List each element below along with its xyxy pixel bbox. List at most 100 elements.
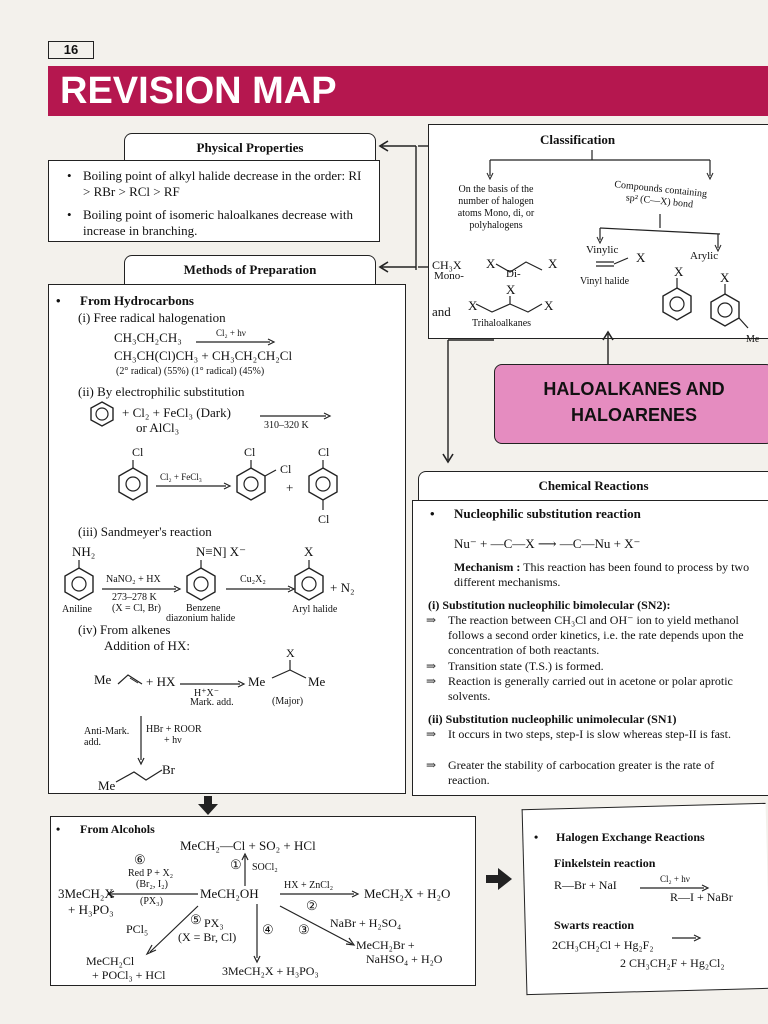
right-product: MeCH₂X + H₂O — [364, 886, 451, 901]
cl-label-4: Cl — [318, 445, 330, 459]
di-skeleton — [495, 261, 543, 273]
me-aryl: Me — [746, 334, 760, 345]
pcl5: PCl₅ — [126, 922, 149, 936]
es-or: or AlCl₃ — [136, 420, 180, 435]
exchange-head: •Halogen Exchange Reactions — [534, 830, 705, 844]
vinyl-x: X — [636, 250, 646, 265]
tri-x-right: X — [544, 298, 554, 313]
alcohols-box — [50, 816, 476, 986]
cl-label-1: Cl — [132, 445, 144, 459]
diazotization-arrow — [102, 585, 182, 593]
page-number: 16 — [48, 41, 94, 59]
mechanism-text: Mechanism : This reaction has been found… — [454, 560, 750, 589]
and-label: and — [432, 304, 451, 319]
aryl-x-2: X — [720, 270, 730, 285]
mono-label: Mono- — [434, 270, 464, 282]
sandmeyer-arrow — [226, 585, 296, 593]
fk-left: R—Br + NaI — [554, 878, 617, 892]
cl-label-2: Cl — [244, 445, 256, 459]
sn1-point-1: ⇒It occurs in two steps, step-I is slow … — [426, 727, 731, 741]
x-label-alkene: X — [286, 646, 295, 660]
sn2-point-3: ⇒Reaction is generally carried out in ac… — [426, 674, 733, 703]
num-4: ④ — [262, 922, 274, 937]
num-5: ⑤ — [190, 912, 202, 927]
x-note: (X = Cl, Br) — [112, 603, 161, 614]
down-arrow-icon — [198, 796, 218, 815]
chlorination-arrow — [156, 482, 232, 490]
swarts-label: Swarts reaction — [554, 918, 635, 932]
nano2-hx: NaNO₂ + HX — [106, 574, 161, 585]
plus-hv: + hν — [164, 735, 182, 746]
physical-point-1: Boiling point of alkyl halide decrease i… — [83, 168, 362, 199]
center-title-line-2: HALOARENES — [570, 405, 697, 425]
connector-right — [418, 145, 428, 268]
right-arrow-icon — [486, 868, 512, 890]
pcl5-arrow — [145, 905, 199, 956]
physical-properties-tab: Physical Properties — [124, 133, 376, 162]
aniline-label: Aniline — [62, 604, 92, 615]
methods-preparation-tab: Methods of Preparation — [124, 255, 376, 285]
finkelstein-label: Finkelstein reaction — [554, 856, 656, 870]
from-hydrocarbons-head: •From Hydrocarbons — [56, 293, 194, 308]
fk-right: R—I + NaBr — [670, 890, 733, 904]
plus-sign: + — [286, 480, 294, 495]
addition-label: Addition of HX: — [104, 638, 190, 653]
benzene-label: Benzene — [186, 603, 221, 614]
aryl-x-1: X — [674, 264, 684, 279]
alc-bottom-product: 3MeCH₂X + H₃PO₃ — [222, 964, 319, 978]
hx-ion: H⁺X⁻ — [194, 688, 219, 699]
br-label: Br — [162, 762, 175, 777]
left-product-2: + H₃PO₃ — [68, 902, 114, 917]
sn2-point-1: ⇒The reaction between CH₃Cl and OH⁻ ion … — [426, 613, 744, 657]
br2i2: (Br₂, I₂) — [136, 879, 168, 890]
classification-title: Classification — [540, 132, 616, 147]
fr-reagent: Cl₂ + hν — [216, 328, 246, 338]
benzene-ring-1 — [89, 401, 114, 427]
major-label: (Major) — [272, 696, 304, 707]
pocl3: + POCl₃ + HCl — [92, 968, 166, 982]
nahso4: NaHSO₄ + H₂O — [366, 952, 443, 966]
diazonium-group: N≡N] X⁻ — [196, 544, 246, 559]
di-label: Di- — [506, 268, 521, 280]
sw-right: 2 CH₃CH₂F + Hg₂Cl₂ — [620, 956, 725, 970]
red-p: Red P + X₂ — [128, 868, 174, 879]
vinyl-halide-label: Vinyl halide — [580, 276, 630, 287]
temp-273: 273–278 K — [112, 592, 157, 603]
connector-lines — [378, 140, 417, 273]
diazonium-label: diazonium halide — [166, 613, 236, 624]
num-6: ⑥ — [134, 852, 146, 867]
left-product: 3MeCH₂X — [58, 886, 114, 901]
chlorobenzene-ring — [662, 278, 692, 321]
center-connectors — [442, 330, 614, 464]
physical-point-2: Boiling point of isomeric haloalkanes de… — [83, 207, 354, 238]
fr-arrow — [196, 338, 276, 346]
vinyl-skeleton — [596, 257, 629, 267]
cl2-fecl3: Cl₂ + FeCl₃ — [160, 472, 202, 482]
electrophilic-label: (ii) By electrophilic substitution — [78, 384, 245, 399]
px3-paren: (PX₃) — [140, 896, 163, 907]
num-3: ③ — [298, 922, 310, 937]
aryl-halide-label: Aryl halide — [292, 604, 338, 615]
mark-add: Mark. add. — [190, 697, 234, 708]
di-x-right: X — [548, 256, 558, 271]
sandmeyer-label: (iii) Sandmeyer's reaction — [78, 524, 212, 539]
ch3x: CH₃X — [432, 258, 462, 272]
me-label-4: Me — [98, 778, 116, 793]
es-temp: 310–320 K — [264, 420, 309, 431]
sn2-point-2: ⇒Transition state (T.S.) is formed. — [426, 659, 604, 673]
px3-down-arrow — [253, 904, 261, 964]
fk-reagent: Cl₂ + hν — [660, 874, 690, 884]
nucleophilic-head: •Nucleophilic substitution reaction — [430, 506, 641, 521]
product-skeleton — [271, 660, 307, 679]
center-title-box: HALOALKANES AND HALOARENES — [494, 364, 768, 444]
physical-properties-box: Boiling point of alkyl halide decrease i… — [48, 160, 380, 242]
arylic-label: Arylic — [690, 250, 719, 262]
from-alcohols-head: •From Alcohols — [56, 822, 155, 836]
nabr-arrow — [279, 905, 356, 946]
redp-arrow — [106, 890, 198, 898]
me-label-2: Me — [248, 674, 266, 689]
anti-mark-label: Anti-Mark. add. — [84, 726, 130, 748]
para-dichlorobenzene — [308, 460, 338, 510]
sw-left: 2CH₃CH₂Cl + Hg₂F₂ — [552, 938, 654, 952]
finkelstein-arrow — [640, 884, 710, 892]
